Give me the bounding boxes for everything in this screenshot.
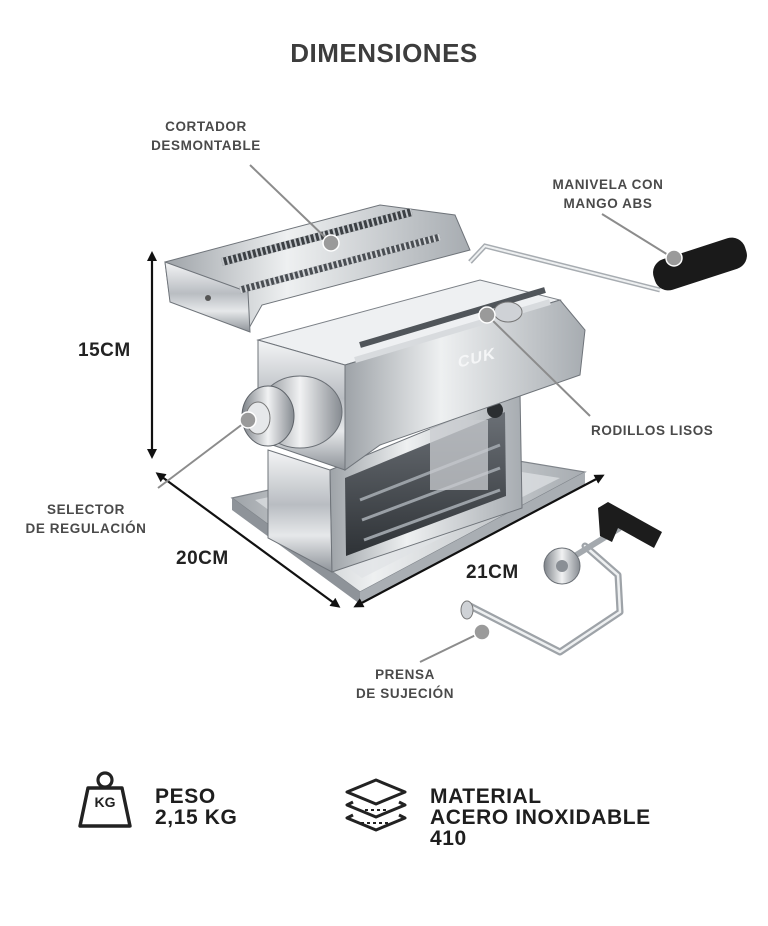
label-prensa: PRENSA DE SUJECIÓN (355, 667, 455, 701)
layers-icon (345, 778, 407, 832)
weight-spec: PESO 2,15 KG (155, 785, 238, 829)
adjustment-knob (241, 375, 343, 449)
material-spec: MATERIAL ACERO INOXIDABLE 410 (430, 785, 651, 850)
weight-icon (78, 771, 132, 828)
dimension-arrows (147, 251, 605, 608)
dimension-height: 15CM (78, 340, 131, 361)
page-title: DIMENSIONES (290, 38, 478, 68)
crank-handle (468, 237, 747, 293)
dimension-depth: 20CM (176, 548, 229, 569)
label-cortador: CORTADOR DESMONTABLE (151, 119, 261, 153)
cutter-attachment (164, 204, 471, 333)
callout-lines (157, 164, 674, 663)
label-selector: SELECTOR DE REGULACIÓN (25, 502, 147, 536)
label-manivela: MANIVELA CON MANGO ABS (552, 177, 664, 211)
callout-dots (239, 234, 683, 641)
dimension-width: 21CM (466, 562, 519, 583)
label-rodillos: RODILLOS LISOS (591, 423, 714, 438)
weight-icon-badge: KG (94, 794, 116, 810)
